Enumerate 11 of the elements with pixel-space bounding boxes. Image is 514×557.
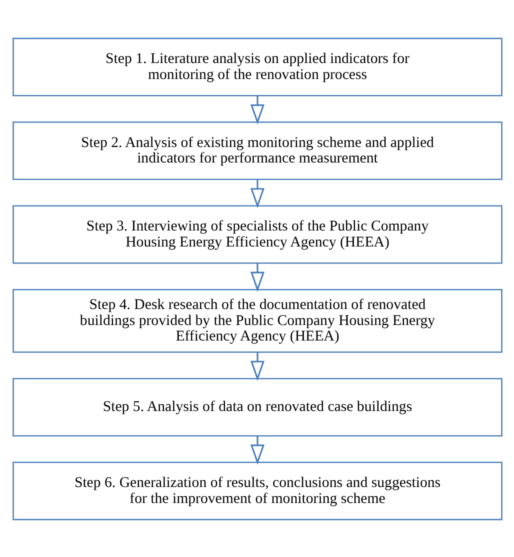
node-box: Step 3. Interviewing of specialists of the Public Company Housing Energy Efficiency Agency (HEEA) [12,204,502,264]
arrow [250,178,264,208]
node-box: Step 5. Analysis of data on renovated case buildings [12,377,502,436]
arrow [250,95,264,124]
arrow [250,435,264,464]
node-box: Step 4. Desk research of the documentation of renovated buildings provided by the Public Company Housing Energy Efficiency Agency (HEEA) [12,288,502,352]
arrow [250,352,264,380]
node-box: Step 2. Analysis of existing monitoring scheme and applied indicators for performance measurement [12,121,502,180]
node-box: Step 1. Literature analysis on applied indicators for monitoring of the renovation process [12,37,502,96]
node-box: Step 6. Generalization of results, conclusions and suggestions for the improvement of monitoring scheme [12,461,502,520]
arrow [250,262,264,292]
